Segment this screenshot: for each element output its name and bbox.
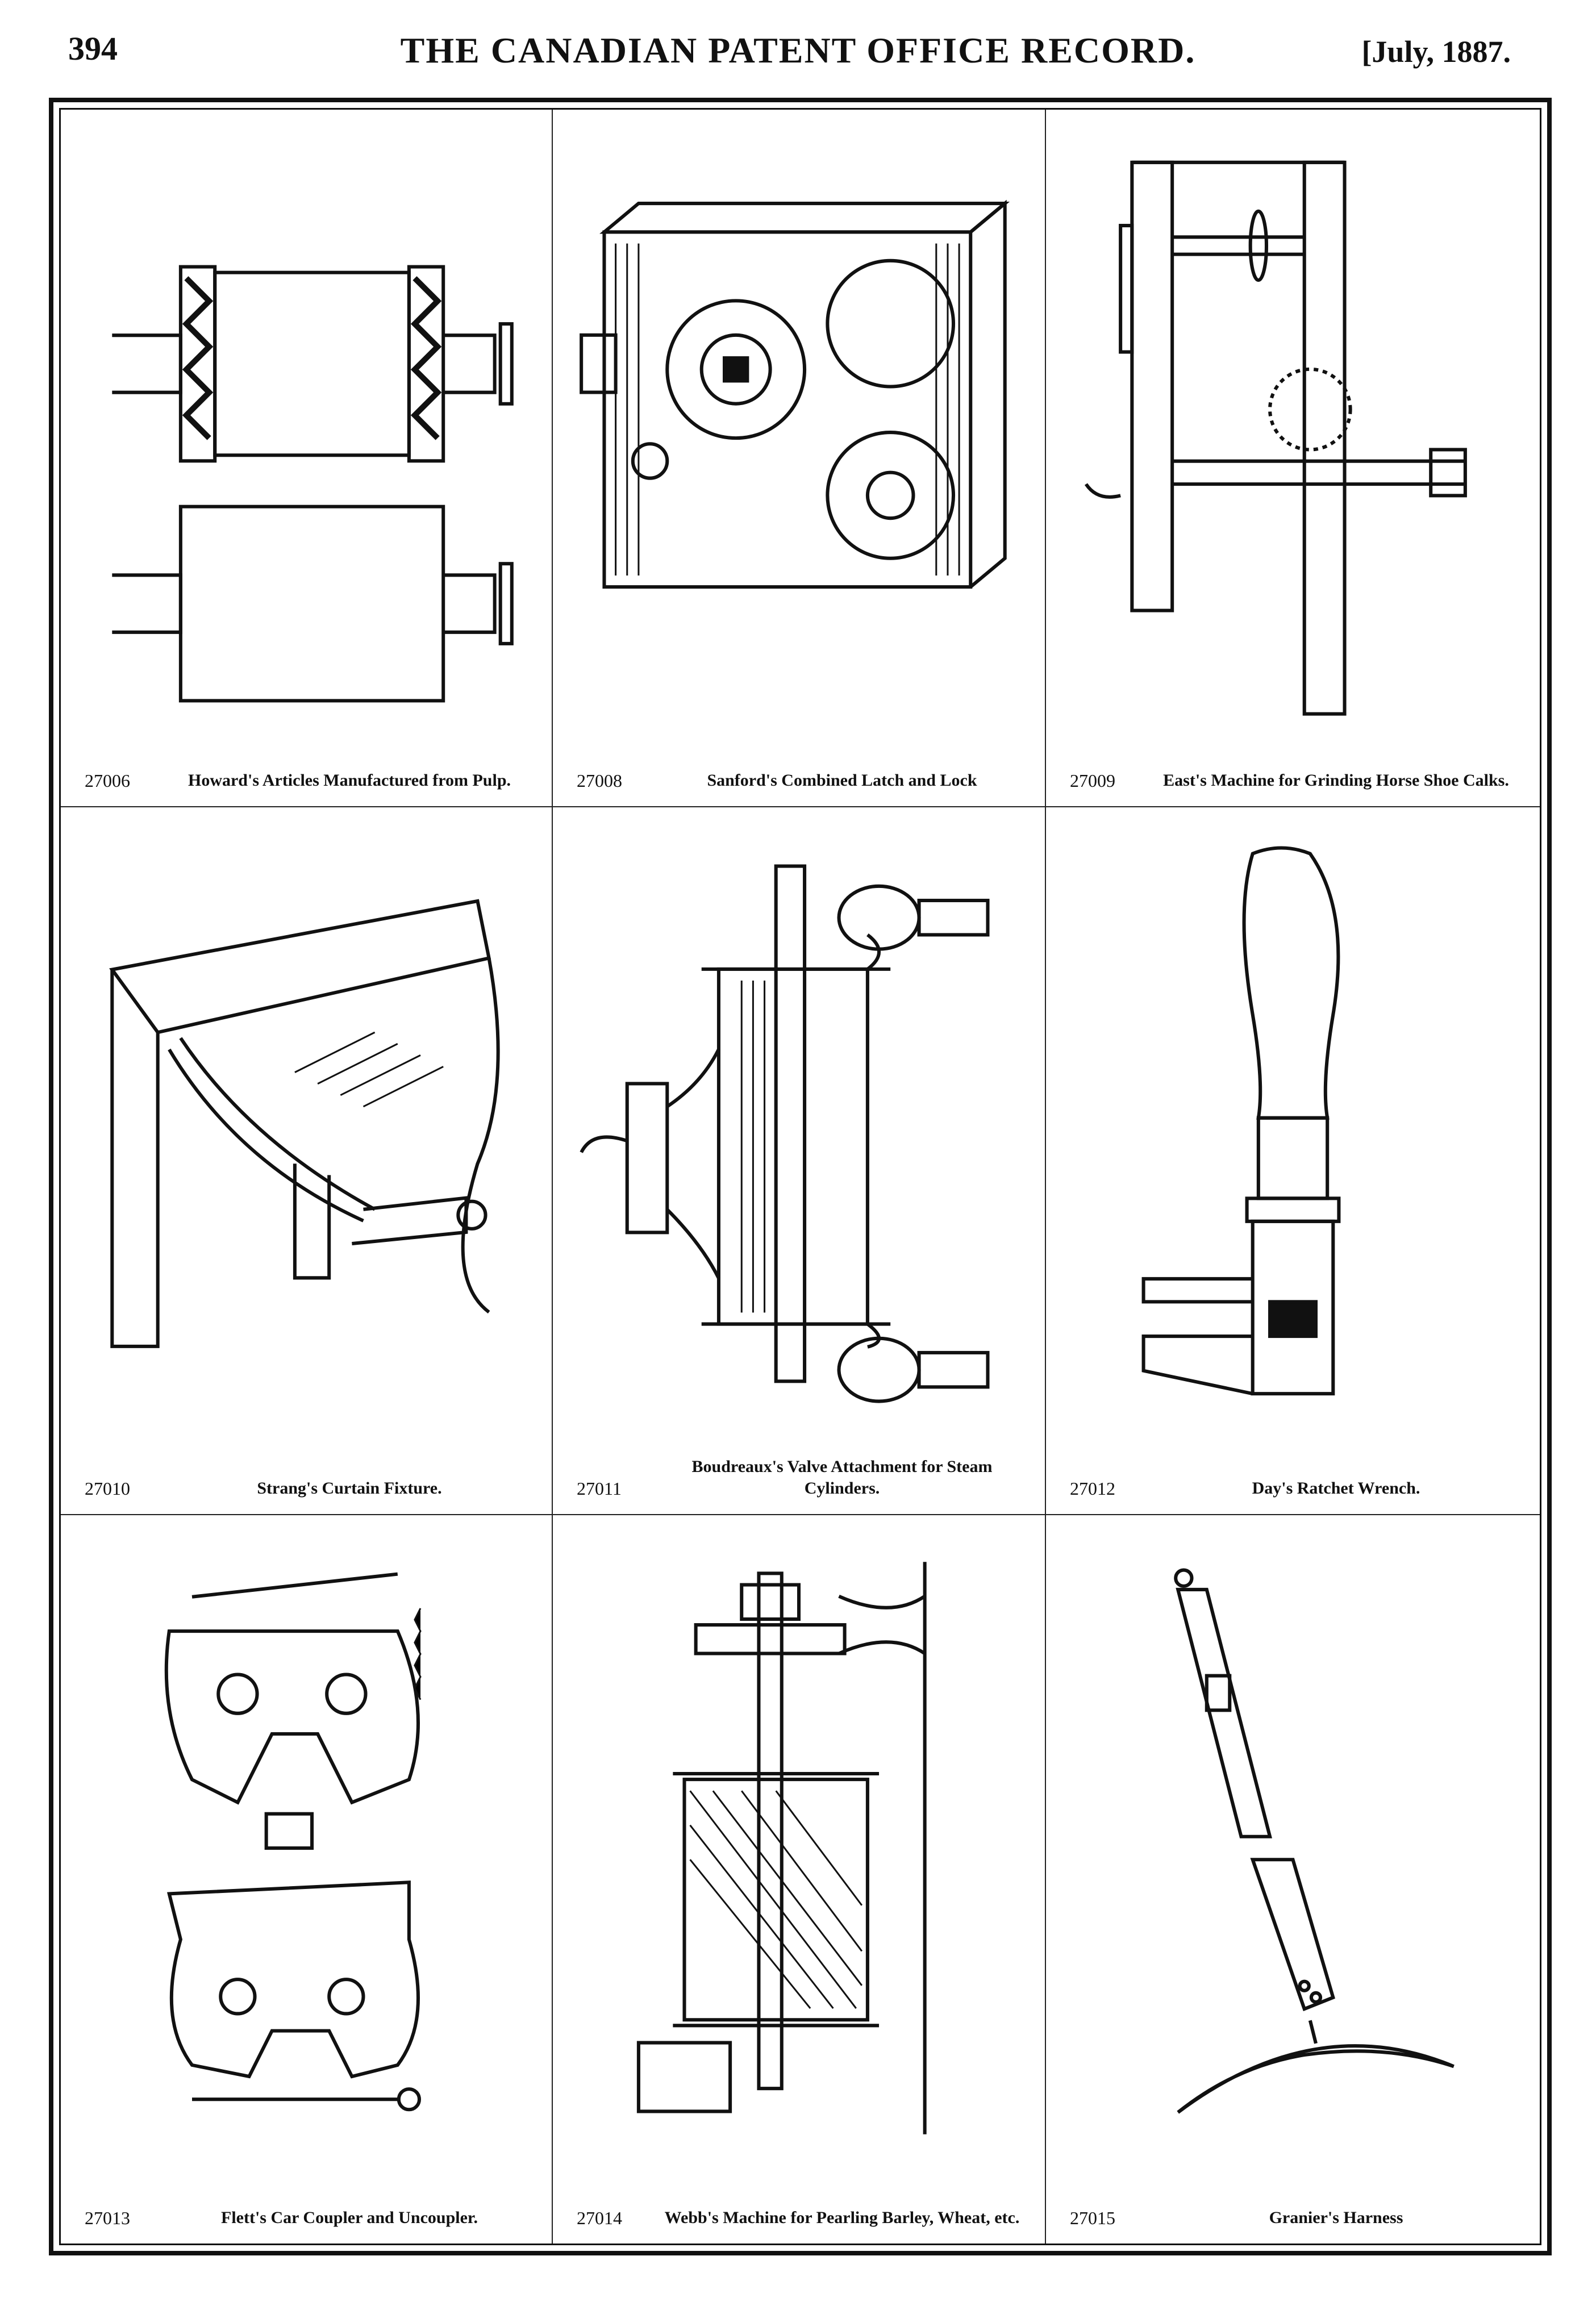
- patent-caption: 27010 Strang's Curtain Fixture.: [78, 1439, 535, 1502]
- patent-drawing-lock: [570, 132, 1028, 721]
- patent-number: 27012: [1070, 1478, 1115, 1499]
- patent-title: Webb's Machine for Pearling Barley, Whea…: [664, 2208, 1020, 2227]
- page-number: 394: [68, 30, 118, 67]
- patent-number: 27010: [85, 1478, 130, 1499]
- patent-caption: 27014 Webb's Machine for Pearling Barley…: [570, 2169, 1028, 2231]
- patent-caption: 27009 East's Machine for Grinding Horse …: [1063, 731, 1523, 794]
- outer-frame: [49, 98, 1552, 2255]
- patent-cell: 27013 Flett's Car Coupler and Uncoupler.: [61, 1515, 553, 2244]
- patent-drawing-curtain-fixture: [78, 830, 535, 1429]
- patent-cell: 27012 Day's Ratchet Wrench.: [1046, 807, 1540, 1515]
- issue-date: [July, 1887.: [1361, 35, 1511, 69]
- page-title: THE CANADIAN PATENT OFFICE RECORD.: [400, 30, 1196, 70]
- patent-cell: 27010 Strang's Curtain Fixture.: [61, 807, 553, 1515]
- patent-cell: 27008 Sanford's Combined Latch and Lock: [553, 110, 1046, 807]
- patent-title: Howard's Articles Manufactured from Pulp…: [187, 771, 511, 790]
- patent-title: Granier's Harness: [1269, 2208, 1403, 2227]
- patent-caption: 27006 Howard's Articles Manufactured fro…: [78, 731, 535, 794]
- patent-title: Day's Ratchet Wrench.: [1252, 1479, 1420, 1498]
- patent-number: 27011: [577, 1478, 622, 1499]
- patent-cell: 27009 East's Machine for Grinding Horse …: [1046, 110, 1540, 807]
- patent-caption: 27013 Flett's Car Coupler and Uncoupler.: [78, 2169, 535, 2231]
- patent-cell: 27015 Granier's Harness: [1046, 1515, 1540, 2244]
- patent-caption: 27008 Sanford's Combined Latch and Lock: [570, 731, 1028, 794]
- patent-cell: 27011 Boudreaux's Valve Attachment for S…: [553, 807, 1046, 1515]
- patent-number: 27014: [577, 2208, 622, 2228]
- patent-title: East's Machine for Grinding Horse Shoe C…: [1163, 771, 1509, 790]
- patent-drawing-harness: [1063, 1538, 1523, 2158]
- patent-title: Boudreaux's Valve Attachment for Steam C…: [691, 1457, 993, 1498]
- patent-drawing-valve: [570, 830, 1028, 1429]
- patent-drawing-rollers: [78, 132, 535, 721]
- patent-caption: 27015 Granier's Harness: [1063, 2169, 1523, 2231]
- patent-number: 27009: [1070, 770, 1115, 791]
- patent-cell: 27006 Howard's Articles Manufactured fro…: [61, 110, 553, 807]
- patent-drawing-car-coupler: [78, 1538, 535, 2158]
- patent-number: 27015: [1070, 2208, 1115, 2228]
- patent-cell: 27014 Webb's Machine for Pearling Barley…: [553, 1515, 1046, 2244]
- inner-frame: [59, 108, 1541, 2245]
- patent-number: 27013: [85, 2208, 130, 2228]
- patent-grid: 27006 Howard's Articles Manufactured fro…: [61, 110, 1540, 2244]
- patent-number: 27008: [577, 770, 622, 791]
- patent-drawing-pearling-machine: [570, 1538, 1028, 2158]
- patent-drawing-wrench: [1063, 830, 1523, 1429]
- patent-number: 27006: [85, 770, 130, 791]
- patent-title: Strang's Curtain Fixture.: [257, 1479, 442, 1498]
- patent-title: Flett's Car Coupler and Uncoupler.: [221, 2208, 478, 2227]
- patent-title: Sanford's Combined Latch and Lock: [707, 771, 977, 790]
- patent-caption: 27012 Day's Ratchet Wrench.: [1063, 1439, 1523, 1502]
- patent-drawing-grinder: [1063, 132, 1523, 721]
- patent-caption: 27011 Boudreaux's Valve Attachment for S…: [570, 1439, 1028, 1502]
